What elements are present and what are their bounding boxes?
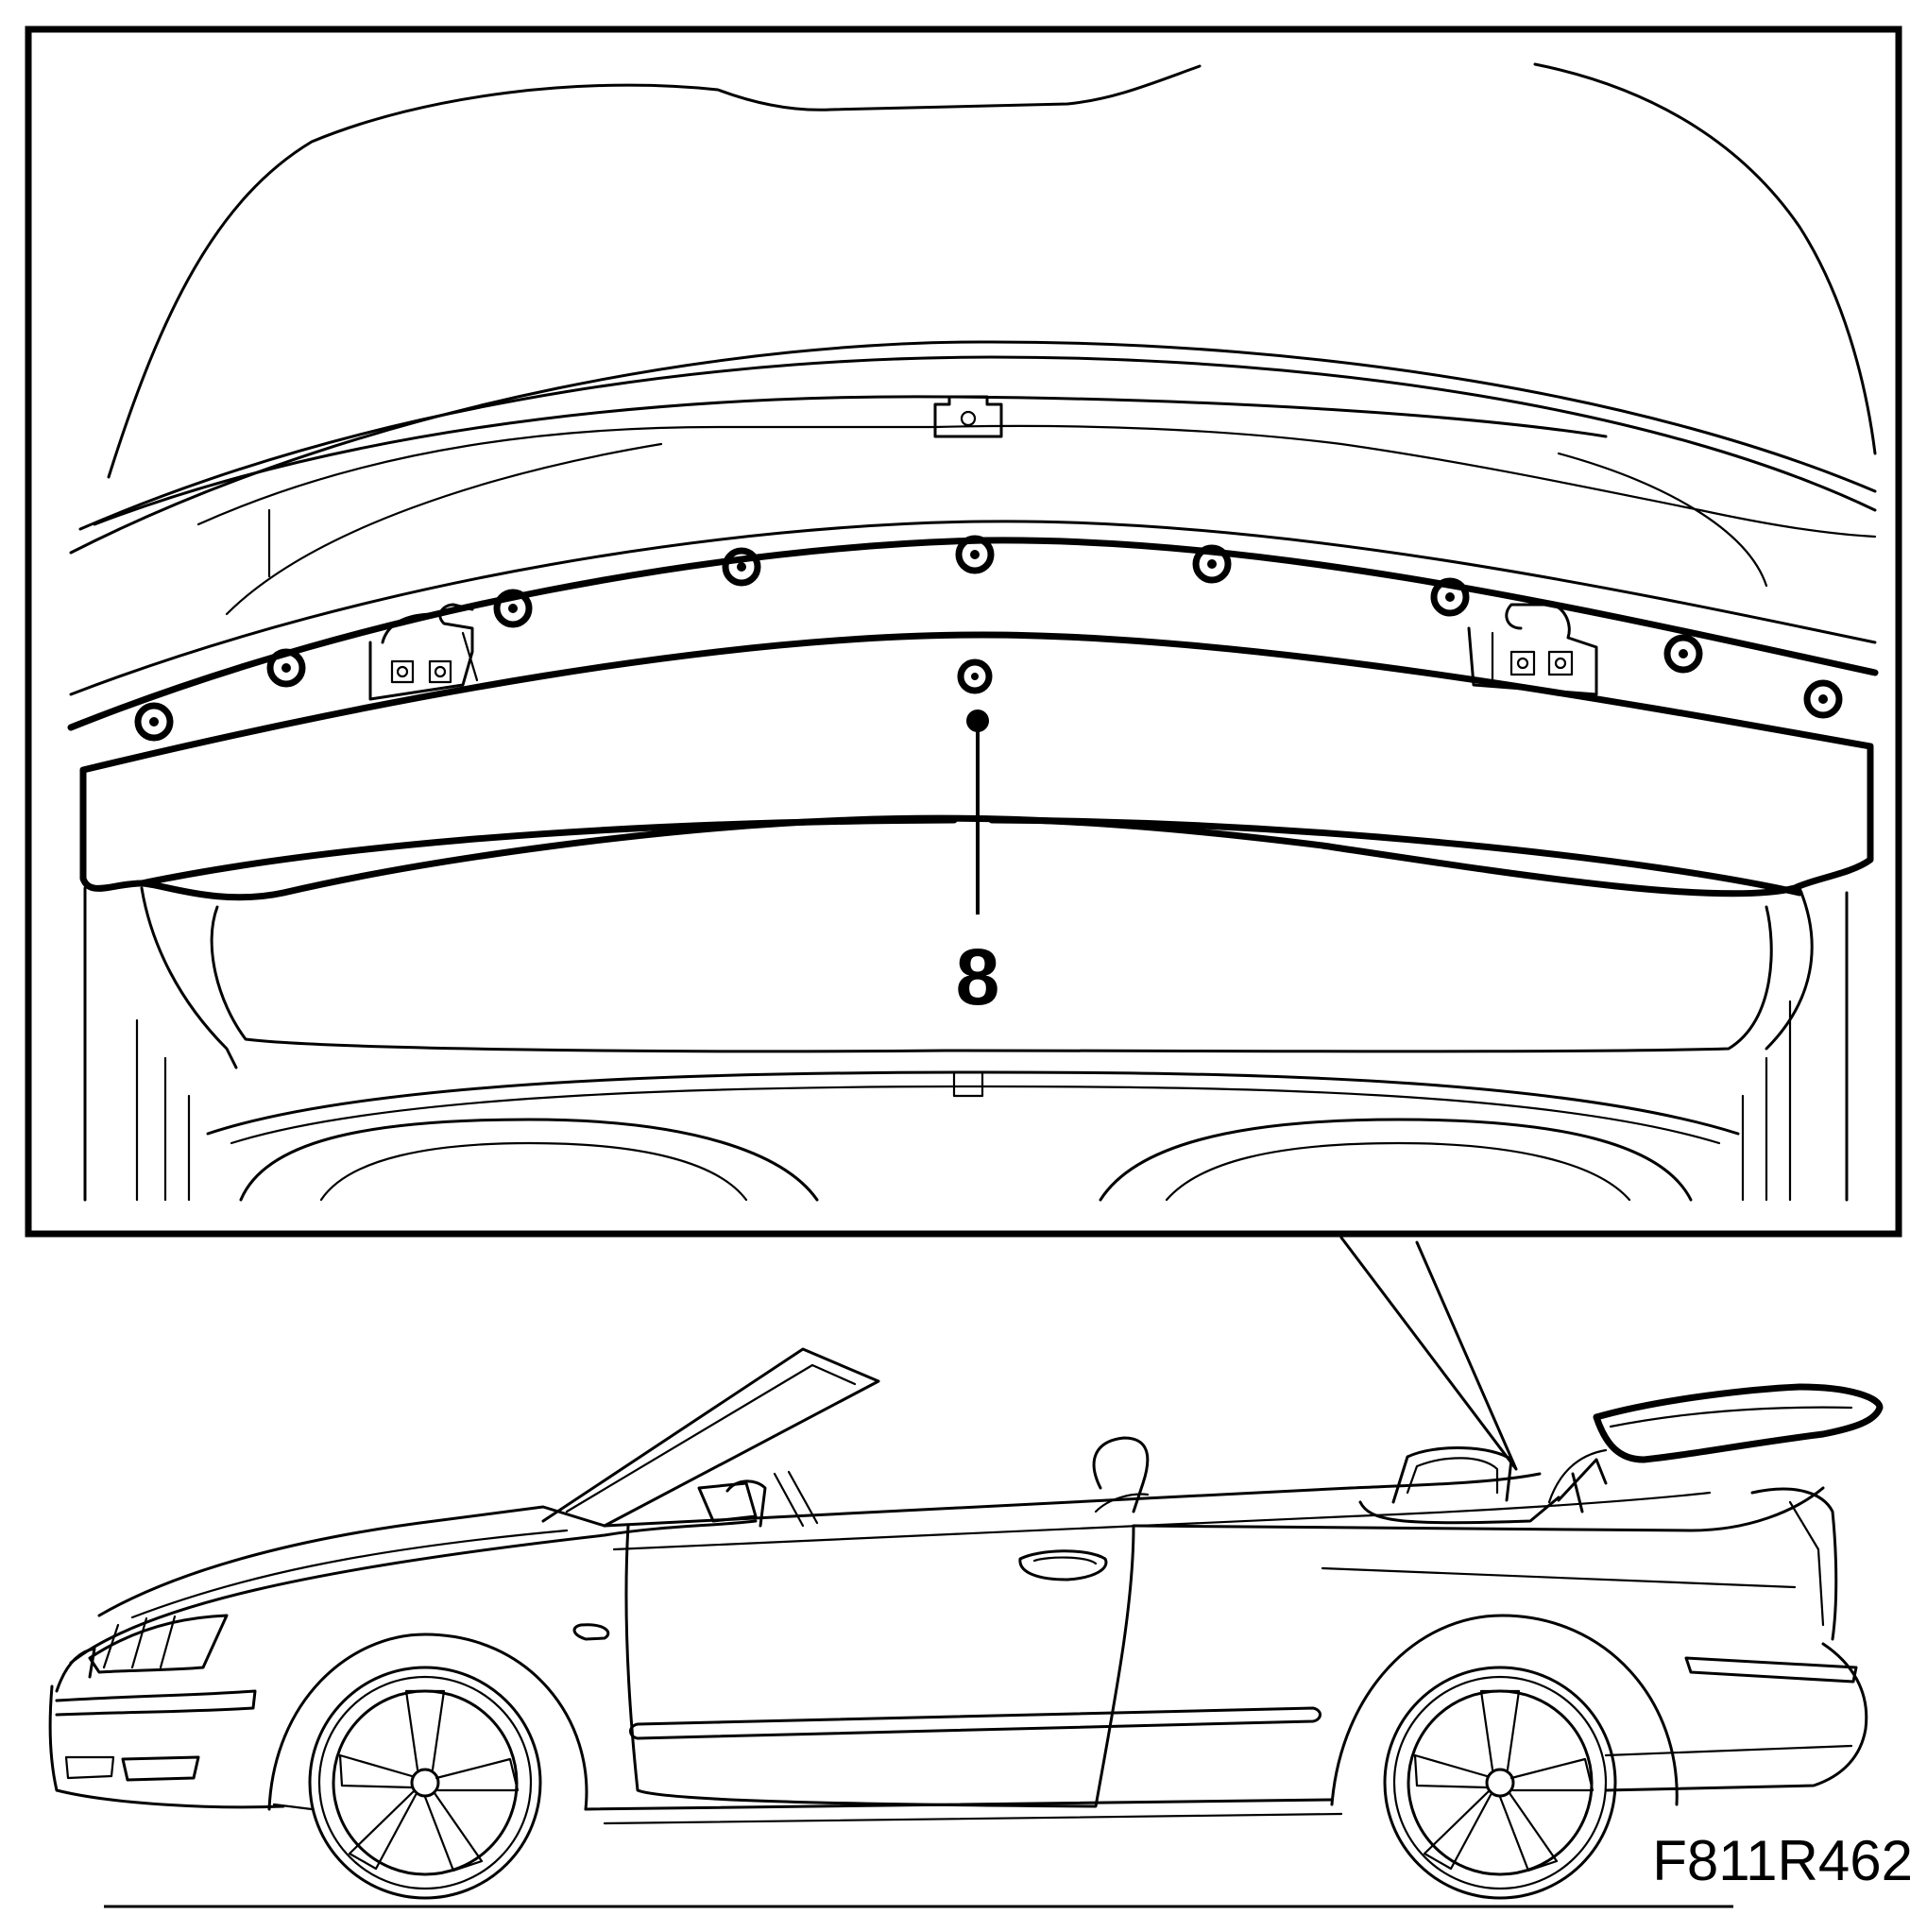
beltline-lower [612, 1491, 1712, 1551]
body-edge-second [69, 520, 1877, 696]
fastener-icon [1803, 679, 1843, 719]
fastener-icon [1663, 634, 1703, 674]
lid-seal-outer [69, 340, 1877, 555]
callout-label: 8 [956, 932, 1000, 1021]
lid-inner-panel [196, 424, 1877, 539]
front-seat-back [1094, 1493, 1150, 1513]
rear-headrest-frame [1391, 1446, 1513, 1504]
rear-bumper-reflector [1684, 1656, 1858, 1684]
seat-hump-right-inner [1165, 1141, 1631, 1202]
front-bumper-strip [55, 1689, 257, 1717]
beltline [603, 1472, 1542, 1528]
fastener-icon [266, 648, 306, 688]
trunk-lid-outline-right [1533, 62, 1877, 455]
seat-hump-left-inner [319, 1141, 748, 1202]
trim-panel-lower-edge [138, 816, 958, 887]
front-wheel-arch [267, 1633, 588, 1811]
rear-light-2 [1788, 1500, 1825, 1627]
inset-frame [25, 26, 1902, 1238]
front-bumper [48, 1684, 285, 1809]
door-handle-inner [1032, 1556, 1098, 1565]
trunk-support [1557, 1458, 1608, 1513]
lid-inner-bottom [225, 442, 663, 616]
hood-line-2 [130, 1529, 569, 1619]
tonneau-cover [1358, 1496, 1560, 1525]
rocker-panel [584, 1798, 1334, 1811]
car-overview [48, 1347, 1884, 1908]
seat-hump-right [1099, 1118, 1693, 1202]
trunk-lid-outline [107, 64, 1202, 479]
steering-area [773, 1470, 819, 1528]
rear-quarter [1132, 1486, 1825, 1532]
lid-seal-mid [78, 355, 1877, 531]
rear-light [1750, 1487, 1838, 1641]
rear-lower-line [1604, 1744, 1853, 1757]
inset-pointer [1339, 1236, 1518, 1471]
lid-seal-inner [93, 395, 1608, 526]
fog-light [121, 1755, 200, 1782]
wheel-icon [267, 1633, 588, 1900]
trunk-opening-right [1765, 886, 1814, 1051]
windshield-frame [541, 1347, 880, 1528]
headlight [88, 1614, 229, 1674]
rear-quarter-2 [1321, 1566, 1797, 1589]
callout-dot [966, 710, 989, 732]
fastener-row [134, 535, 1843, 742]
driver-seat [725, 1479, 767, 1528]
trunk-lid-raised-inner [1609, 1406, 1853, 1428]
hinge-bracket-left [368, 603, 479, 701]
trunk-opening-left [140, 886, 238, 1069]
body-lower-front [272, 1803, 314, 1811]
trunk-lid-raised [1593, 1383, 1884, 1463]
front-grille [55, 1647, 96, 1693]
fastener-icon [493, 589, 533, 628]
fastener-icon [1430, 577, 1470, 617]
trunk-hinge [1547, 1448, 1608, 1504]
body-side-molding [629, 1706, 1322, 1740]
lock-striker [933, 395, 1003, 438]
wheel-icon [1330, 1614, 1679, 1900]
rear-headrest-frame-2 [1406, 1457, 1499, 1495]
fastener-icon [722, 547, 761, 587]
figure-code: F811R462 [1652, 1829, 1913, 1892]
front-seat-headrest [1092, 1436, 1150, 1513]
headlight-detail [102, 1615, 177, 1669]
windshield-frame-inner [565, 1363, 857, 1513]
latch-tab [952, 1070, 984, 1098]
rear-bumper [1604, 1642, 1868, 1792]
fastener-icon [134, 702, 174, 742]
fender-top [69, 1519, 758, 1665]
front-mirror [697, 1481, 758, 1523]
door-handle [1018, 1549, 1108, 1582]
trunk-floor-front [210, 905, 1773, 1053]
trim-panel [79, 631, 1874, 901]
trim-panel-lower-edge-right [988, 816, 1803, 897]
fastener-icon [1192, 544, 1232, 584]
door-outline [624, 1524, 1135, 1808]
detail-inset: 8 [25, 26, 1902, 1238]
rear-wheel-arch [1330, 1614, 1679, 1806]
fastener-icon [957, 658, 993, 694]
side-marker [572, 1623, 610, 1641]
lid-inner-bottom-right [1557, 452, 1768, 588]
front-lower-vent [64, 1755, 115, 1780]
rocker-panel-2 [603, 1812, 1343, 1825]
hood-line [97, 1505, 606, 1617]
seat-hump-left [239, 1118, 819, 1202]
hinge-bracket-right [1467, 603, 1598, 696]
fastener-icon [955, 535, 995, 574]
